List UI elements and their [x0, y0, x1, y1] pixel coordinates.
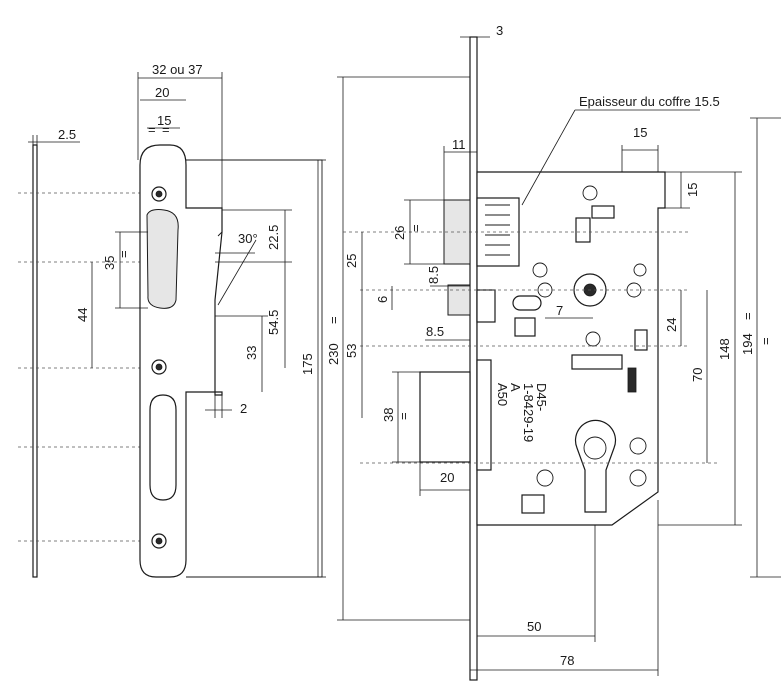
lock-equal-mark-26: = — [408, 224, 423, 232]
case-thickness-label: Epaisseur du coffre 15.5 — [579, 94, 720, 109]
dim-25: 25 — [344, 254, 359, 268]
dim-24: 24 — [664, 318, 679, 332]
dim-50: 50 — [527, 619, 541, 634]
dim-175: 175 — [300, 353, 315, 375]
lock-body: 230 = 3 — [326, 23, 781, 681]
dim-70: 70 — [690, 368, 705, 382]
marking-line-3: A — [508, 383, 523, 392]
dim-32-ou-37: 32 ou 37 — [152, 62, 203, 77]
dim-38: 38 — [381, 408, 396, 422]
lock-equal-mark-right: = — [758, 337, 773, 345]
dim-8-5-bottom: 8.5 — [426, 324, 444, 339]
dim-33: 33 — [244, 346, 259, 360]
dim-78: 78 — [560, 653, 574, 668]
dim-53: 53 — [344, 344, 359, 358]
dim-20-deadbolt: 20 — [440, 470, 454, 485]
dim-194: 194 — [740, 333, 755, 355]
dim-44: 44 — [75, 308, 90, 322]
faceplate-thickness-label: 2.5 — [58, 127, 76, 142]
dim-6: 6 — [375, 296, 390, 303]
dim-35: 35 — [102, 256, 117, 270]
dim-22-5: 22.5 — [266, 225, 281, 250]
dim-15-side: 15 — [685, 183, 700, 197]
dim-230: 230 — [326, 343, 341, 365]
marking-line-1: D45- — [534, 383, 549, 411]
dim-2: 2 — [240, 401, 247, 416]
faceplate-side-view: 2.5 — [28, 127, 80, 578]
dim-54-5: 54.5 — [266, 310, 281, 335]
dim-15-top: 15 — [633, 125, 647, 140]
lock-equal-mark-230: = — [326, 316, 341, 324]
marking-line-4: A50 — [495, 383, 510, 406]
dim-8-5-top: 8.5 — [426, 266, 441, 284]
strike-plate: = = 32 ou 37 20 15 35 = 44 30° 22.5 54. — [75, 62, 326, 578]
dim-30-degree: 30° — [238, 231, 258, 246]
dim-3: 3 — [496, 23, 503, 38]
dim-15-strike: 15 — [157, 113, 171, 128]
reference-lines-left — [18, 192, 140, 542]
dim-7: 7 — [556, 303, 563, 318]
lock-equal-mark-38: = — [396, 412, 411, 420]
marking-line-2: 1-8429-19 — [521, 383, 536, 442]
strike-equal-mark-1: = — [148, 122, 156, 137]
dim-11: 11 — [452, 137, 466, 152]
dim-148: 148 — [717, 338, 732, 360]
lock-equal-mark-194: = — [740, 312, 755, 320]
strike-equal-mark-2: = — [162, 122, 170, 137]
dim-20-strike: 20 — [155, 85, 169, 100]
dim-26: 26 — [392, 226, 407, 240]
strike-equal-mark-3: = — [116, 250, 131, 258]
